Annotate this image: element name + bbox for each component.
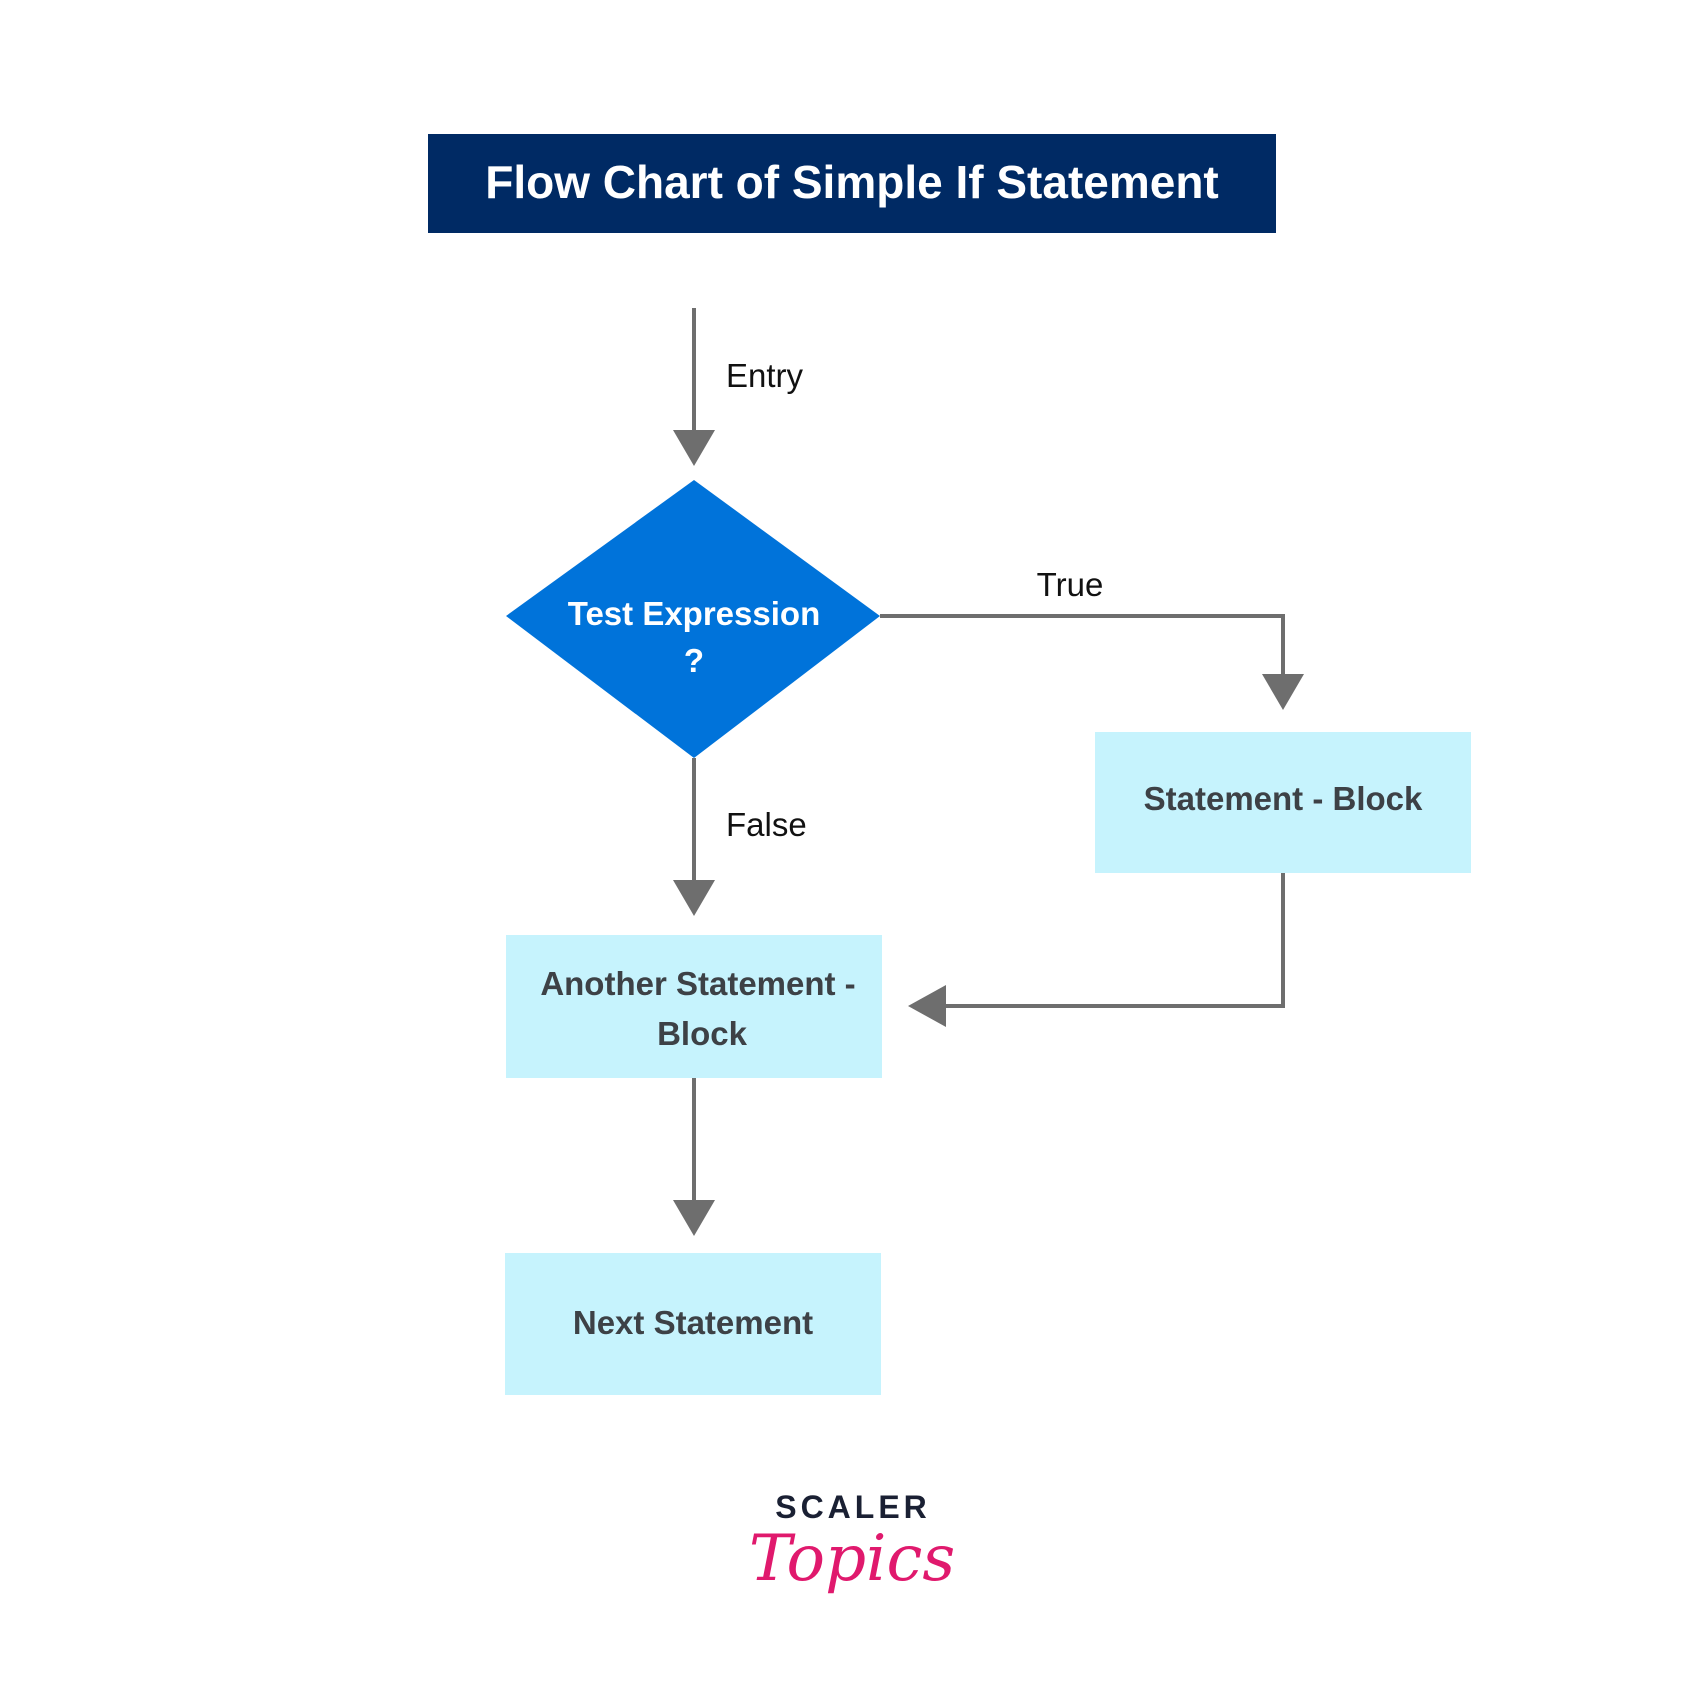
diagram-title: Flow Chart of Simple If Statement (485, 156, 1219, 208)
next-statement-node: Next Statement (505, 1253, 881, 1395)
true-connector (880, 614, 1285, 685)
logo-wordmark-script: Topics (749, 1522, 955, 1596)
decision-diamond (506, 480, 880, 758)
return-line (938, 873, 1285, 1008)
decision-node: Test Expression ? (506, 480, 880, 758)
scaler-topics-logo: SCALER Topics (749, 1489, 955, 1596)
decision-label-line1: Test Expression (568, 595, 820, 632)
false-branch: False (673, 758, 807, 916)
true-label: True (1037, 566, 1104, 603)
another-block-label-line2: Block (657, 1015, 748, 1052)
statement-block-node: Statement - Block (1095, 732, 1471, 873)
another-block-box (506, 935, 882, 1078)
entry-arrowhead (673, 430, 715, 466)
another-block-node: Another Statement - Block (506, 935, 882, 1078)
another-block-label-line1: Another Statement - (540, 965, 855, 1002)
return-arrowhead (908, 985, 946, 1027)
true-arrowhead (1262, 674, 1304, 710)
next-arrowhead (673, 1200, 715, 1236)
return-connector (908, 873, 1285, 1027)
decision-label-line2: ? (684, 642, 704, 679)
entry-arrow: Entry (673, 308, 804, 466)
title-background (428, 134, 1276, 233)
true-branch: True (880, 566, 1304, 710)
statement-block-box (1095, 732, 1471, 873)
next-arrow (673, 1078, 715, 1236)
false-label: False (726, 806, 807, 843)
statement-block-label: Statement - Block (1144, 780, 1423, 817)
entry-label: Entry (726, 357, 804, 394)
next-statement-box (505, 1253, 881, 1395)
logo-wordmark-top: SCALER (775, 1489, 931, 1525)
title-banner: Flow Chart of Simple If Statement (428, 134, 1276, 233)
false-arrowhead (673, 880, 715, 916)
next-statement-label: Next Statement (573, 1304, 813, 1341)
